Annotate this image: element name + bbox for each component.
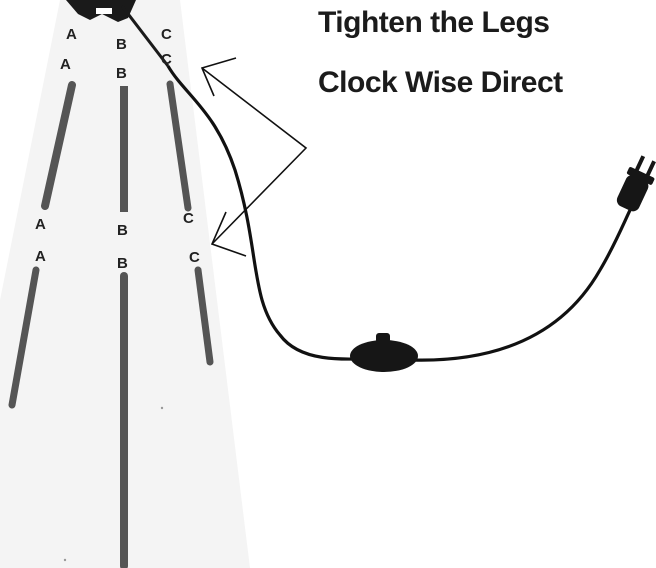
leg-b-lower-label-1: B [117,222,128,239]
leg-b-upper-label-2: B [116,65,127,82]
instruction-title-line-2: Clock Wise Direct [318,66,563,99]
leg-b-lower-label-2: B [117,255,128,272]
leg-a-lower-label-2: A [35,248,46,265]
instruction-title-line-1: Tighten the Legs [318,6,550,39]
speck [160,406,164,410]
power-cable [166,65,381,361]
tripod-head-icon [66,0,170,67]
leg-c [166,80,214,366]
leg-a-upper-label-2: A [60,56,71,73]
arrow-to-lower-joint [210,211,247,257]
power-cable-right [411,205,634,362]
leg-a-upper-label-1: A [66,26,77,43]
inline-switch-icon [350,333,418,372]
plug-icon [616,155,656,212]
leg-c-upper-label-2: C [161,51,172,68]
leg-a-lower-label-1: A [35,216,46,233]
leg-c-upper-label-1: C [161,26,172,43]
leg-c-lower-label-2: C [189,249,200,266]
arrow-to-upper-joint [201,67,308,245]
leg-a [8,81,76,409]
speck [63,558,67,562]
leg-c-lower-label-1: C [183,210,194,227]
leg-b-upper-label-1: B [116,36,127,53]
